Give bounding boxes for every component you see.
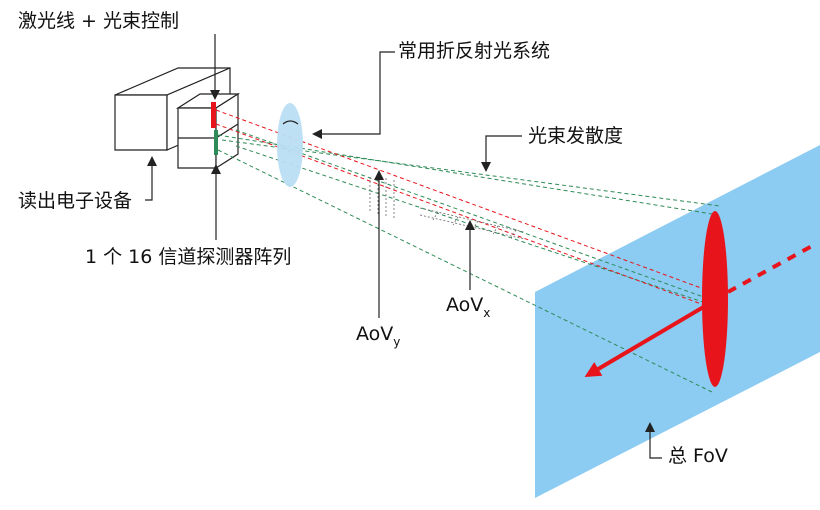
lens [277,103,303,187]
label-aov-x-sub: x [483,306,491,320]
label-laser-control: 激光线 + 光束控制 [18,10,179,32]
label-readout-electronics: 读出电子设备 [18,190,133,212]
label-aov-y-main: AoV [356,323,394,345]
label-refractive-optics: 常用折反射光系统 [398,40,551,62]
label-aov-y-sub: y [393,335,401,349]
label-aov-y: AoVy [356,323,401,349]
label-aov-x: AoVx [446,294,491,320]
sensor-module [175,92,241,170]
detector-array-strip [214,130,218,155]
scan-direction-arrow [584,300,714,378]
callout-lines [145,34,662,459]
label-total-fov: 总 FoV [668,445,728,467]
laser-spot [702,211,728,387]
laser-emitter [211,102,216,128]
lens-rotation-arrow [282,120,299,125]
label-detector-array: 1 个 16 信道探测器阵列 [85,246,292,268]
aov-y-region [369,176,395,218]
label-aov-x-main: AoV [446,294,484,316]
label-beam-divergence: 光束发散度 [528,125,624,147]
